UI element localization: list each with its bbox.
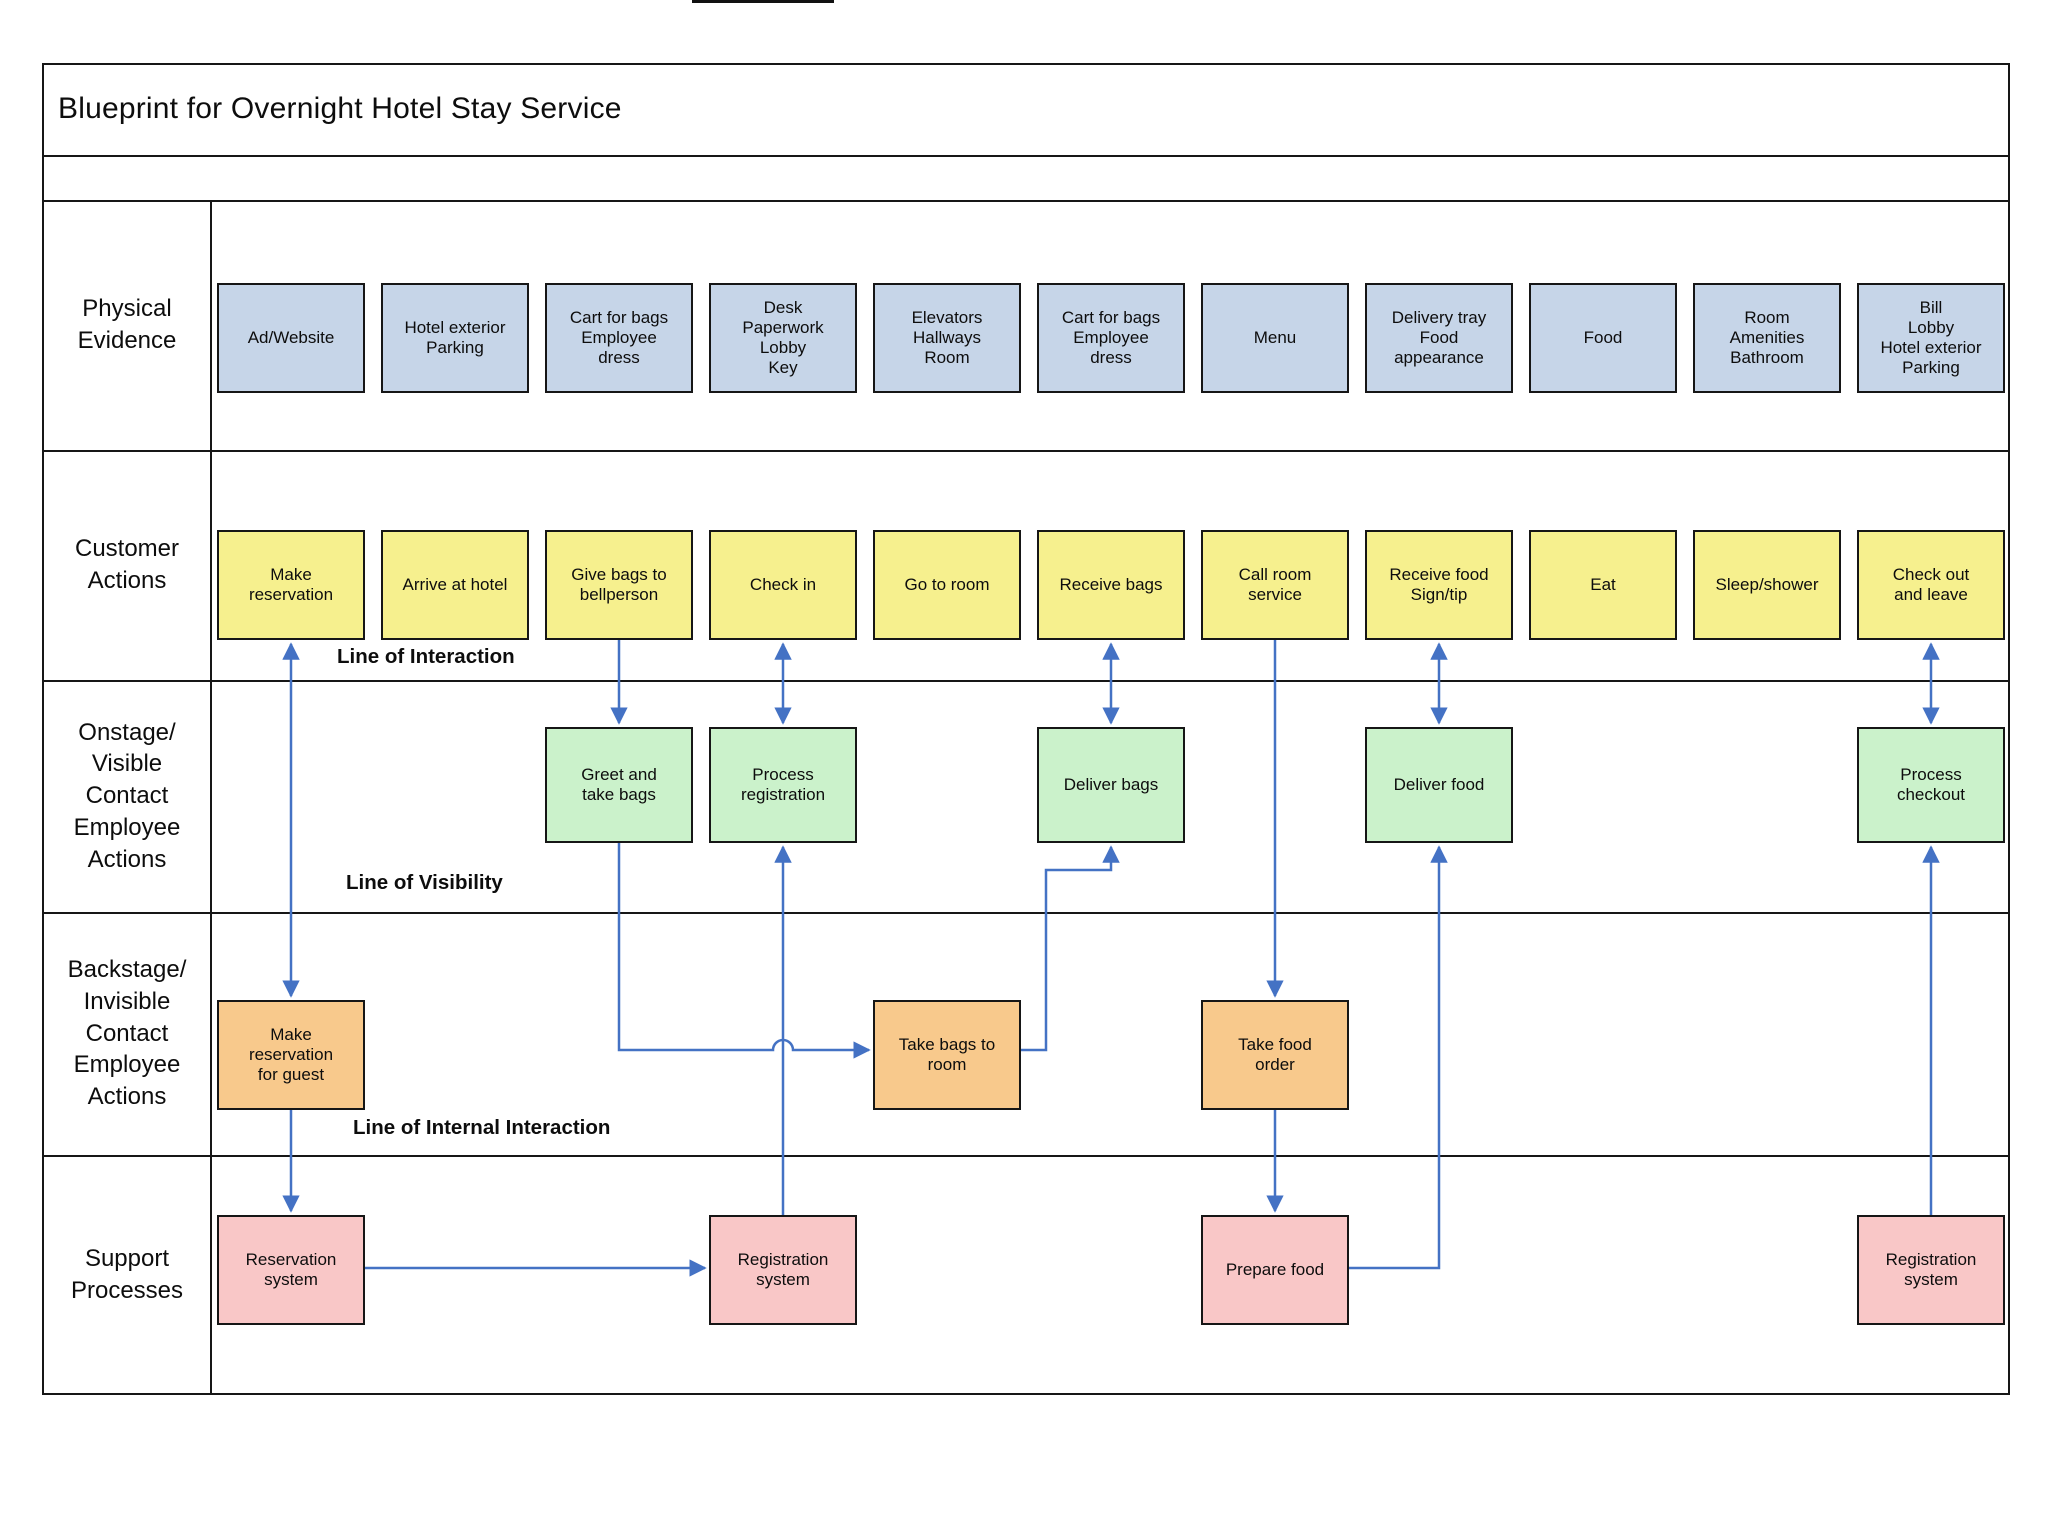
- physical-evidence-box: Food: [1529, 283, 1677, 393]
- customer-actions-box: Eat: [1529, 530, 1677, 640]
- physical-evidence-box: Delivery tray Food appearance: [1365, 283, 1513, 393]
- customer-actions-box: Check out and leave: [1857, 530, 2005, 640]
- line-of-visibility-divider: [42, 912, 2010, 914]
- onstage-box: Greet and take bags: [545, 727, 693, 843]
- line-of-visibility-label: Line of Visibility: [346, 871, 503, 894]
- grid-line-physical-customer: [42, 450, 2010, 452]
- customer-actions-box: Go to room: [873, 530, 1021, 640]
- customer-actions-box: Make reservation: [217, 530, 365, 640]
- row-label-support: Support Processes: [70, 1245, 184, 1304]
- physical-evidence-box: Bill Lobby Hotel exterior Parking: [1857, 283, 2005, 393]
- support-box: Prepare food: [1201, 1215, 1349, 1325]
- physical-evidence-box: Cart for bags Employee dress: [545, 283, 693, 393]
- customer-actions-box: Call room service: [1201, 530, 1349, 640]
- blueprint-table-frame: [42, 63, 2010, 1395]
- onstage-box: Process checkout: [1857, 727, 2005, 843]
- backstage-box: Take bags to room: [873, 1000, 1021, 1110]
- customer-actions-box: Give bags to bellperson: [545, 530, 693, 640]
- line-of-internal-interaction-label: Line of Internal Interaction: [353, 1116, 611, 1139]
- customer-actions-box: Check in: [709, 530, 857, 640]
- row-label-physical-evidence: Physical Evidence: [77, 295, 177, 354]
- customer-actions-box: Arrive at hotel: [381, 530, 529, 640]
- grid-line-under-spacer: [42, 200, 2010, 202]
- row-label-onstage: Onstage/ Visible Contact Employee Action…: [73, 718, 181, 873]
- onstage-box: Deliver bags: [1037, 727, 1185, 843]
- customer-actions-box: Receive food Sign/tip: [1365, 530, 1513, 640]
- support-box: Registration system: [709, 1215, 857, 1325]
- customer-actions-box: Receive bags: [1037, 530, 1185, 640]
- physical-evidence-box: Ad/Website: [217, 283, 365, 393]
- physical-evidence-box: Elevators Hallways Room: [873, 283, 1021, 393]
- physical-evidence-box: Hotel exterior Parking: [381, 283, 529, 393]
- physical-evidence-box: Menu: [1201, 283, 1349, 393]
- customer-actions-box: Sleep/shower: [1693, 530, 1841, 640]
- row-label-backstage: Backstage/ Invisible Contact Employee Ac…: [67, 956, 187, 1110]
- onstage-box: Process registration: [709, 727, 857, 843]
- scan-artifact: [692, 0, 834, 3]
- physical-evidence-box: Room Amenities Bathroom: [1693, 283, 1841, 393]
- onstage-box: Deliver food: [1365, 727, 1513, 843]
- row-label-column-divider: [210, 200, 212, 1395]
- backstage-box: Make reservation for guest: [217, 1000, 365, 1110]
- physical-evidence-box: Cart for bags Employee dress: [1037, 283, 1185, 393]
- diagram-title: Blueprint for Overnight Hotel Stay Servi…: [58, 92, 622, 125]
- physical-evidence-box: Desk Paperwork Lobby Key: [709, 283, 857, 393]
- line-of-internal-interaction-divider: [42, 1155, 2010, 1157]
- grid-line-under-title: [42, 155, 2010, 157]
- line-of-interaction-divider: [42, 680, 2010, 682]
- row-label-customer-actions: Customer Actions: [74, 535, 180, 594]
- support-box: Registration system: [1857, 1215, 2005, 1325]
- support-box: Reservation system: [217, 1215, 365, 1325]
- line-of-interaction-label: Line of Interaction: [337, 645, 515, 668]
- backstage-box: Take food order: [1201, 1000, 1349, 1110]
